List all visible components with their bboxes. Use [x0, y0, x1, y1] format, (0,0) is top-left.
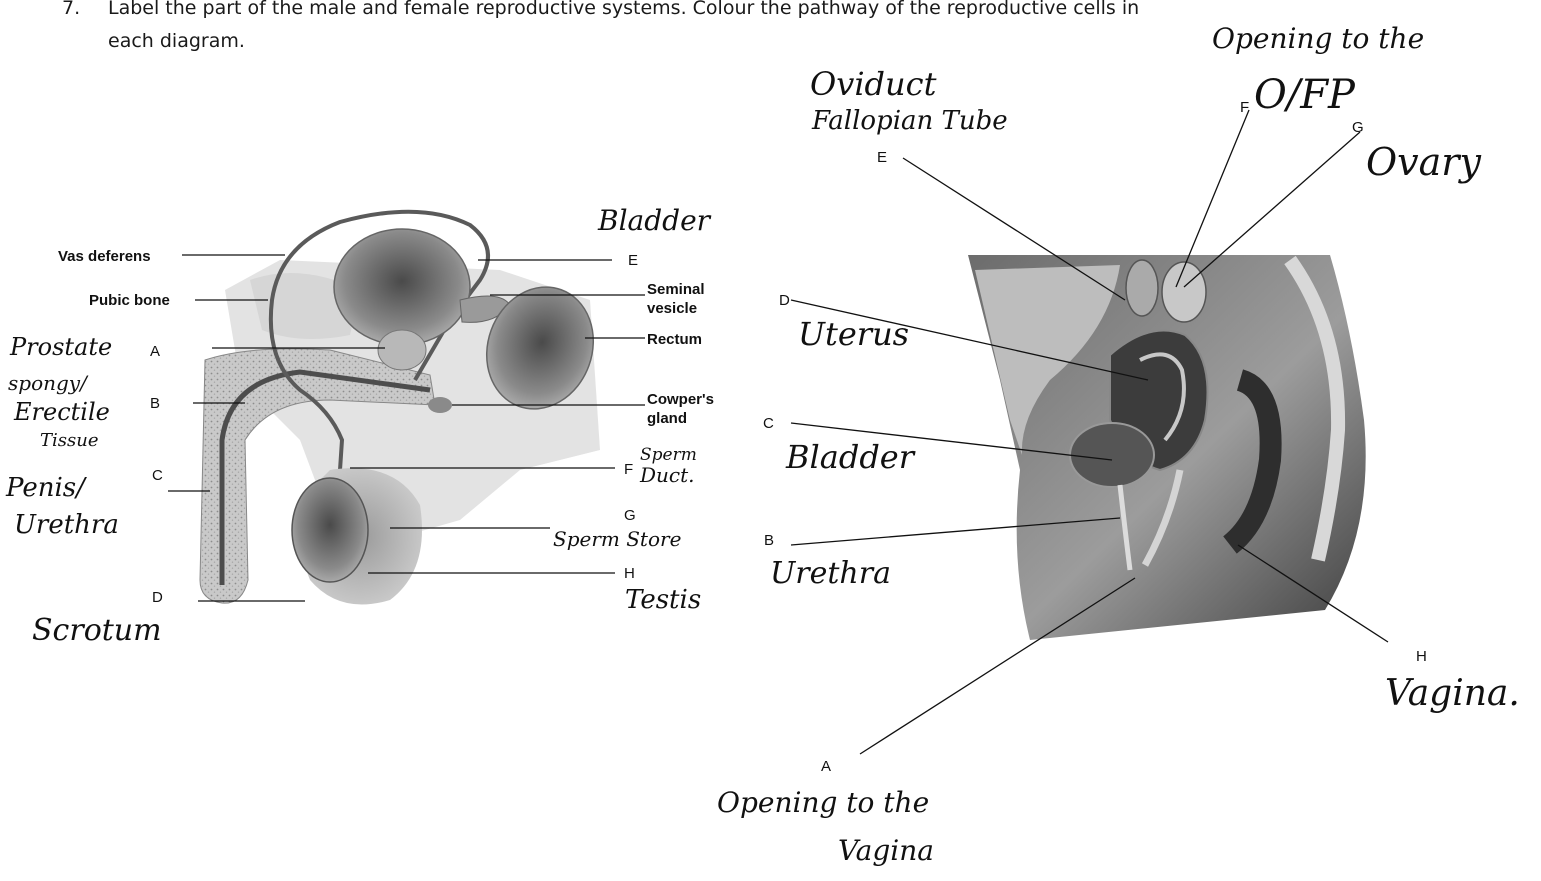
male-answer-b-3: Tissue	[40, 430, 98, 451]
female-letter-e: E	[877, 149, 887, 166]
fallopian-tube-shape	[1126, 260, 1158, 316]
male-letter-f: F	[624, 461, 633, 478]
male-letter-e: E	[628, 252, 638, 269]
testis-shape	[292, 478, 368, 582]
male-letter-h: H	[624, 565, 635, 582]
female-letter-d: D	[779, 292, 790, 309]
female-letter-b: B	[764, 532, 774, 549]
female-answer-g: Ovary	[1366, 140, 1481, 184]
female-letter-h: H	[1416, 648, 1427, 665]
label-seminal-vesicle-1: Seminal	[647, 281, 705, 298]
male-letter-b: B	[150, 395, 160, 412]
label-vas-deferens: Vas deferens	[58, 248, 151, 265]
male-answer-a: Prostate	[9, 333, 112, 361]
male-answer-d: Scrotum	[32, 613, 162, 648]
female-answer-f-1: Opening to the	[1212, 22, 1424, 55]
male-answer-g: Sperm Store	[553, 527, 681, 551]
female-letter-c: C	[763, 415, 774, 432]
bladder-shape	[334, 229, 470, 345]
label-cowpers-gland-1: Cowper's	[647, 391, 714, 408]
bladder-f-shape	[1070, 423, 1154, 487]
female-illustration	[968, 255, 1366, 640]
female-letter-g: G	[1352, 119, 1364, 136]
female-answer-h: Vagina.	[1385, 673, 1520, 714]
label-rectum: Rectum	[647, 331, 702, 348]
male-letter-a: A	[150, 343, 160, 360]
male-answer-b-2: Erectile	[13, 398, 110, 426]
male-illustration	[200, 212, 610, 605]
female-answer-e-2: Fallopian Tube	[811, 106, 1008, 136]
male-letter-d: D	[152, 589, 163, 606]
male-answer-c-1: Penis/	[5, 473, 87, 503]
female-answer-e-1: Oviduct	[810, 65, 937, 103]
female-answer-a-1: Opening to the	[717, 786, 929, 819]
male-letter-g: G	[624, 507, 636, 524]
female-answer-c: Bladder	[785, 438, 916, 476]
male-answer-c-2: Urethra	[14, 510, 119, 540]
female-letter-f: F	[1240, 99, 1249, 116]
female-answer-f-2: O/FP	[1254, 72, 1356, 118]
male-answer-b-1: spongy/	[8, 371, 89, 395]
label-cowpers-gland-2: gland	[647, 410, 687, 427]
male-letter-c: C	[152, 467, 163, 484]
male-answer-e: Bladder	[597, 204, 712, 237]
cowpers-gland-shape	[428, 397, 452, 413]
female-letter-a: A	[821, 758, 831, 775]
male-answer-h: Testis	[625, 585, 701, 615]
female-answer-a-2: Vagina	[838, 834, 934, 867]
label-seminal-vesicle-2: vesicle	[647, 300, 697, 317]
female-answer-d: Uterus	[798, 315, 909, 353]
label-pubic-bone: Pubic bone	[89, 292, 170, 309]
female-answer-b: Urethra	[770, 556, 891, 591]
ovary-shape	[1162, 262, 1206, 322]
male-answer-f-2: Duct.	[639, 463, 695, 487]
prostate-shape	[378, 330, 426, 370]
male-answer-f-1: Sperm	[640, 445, 697, 465]
